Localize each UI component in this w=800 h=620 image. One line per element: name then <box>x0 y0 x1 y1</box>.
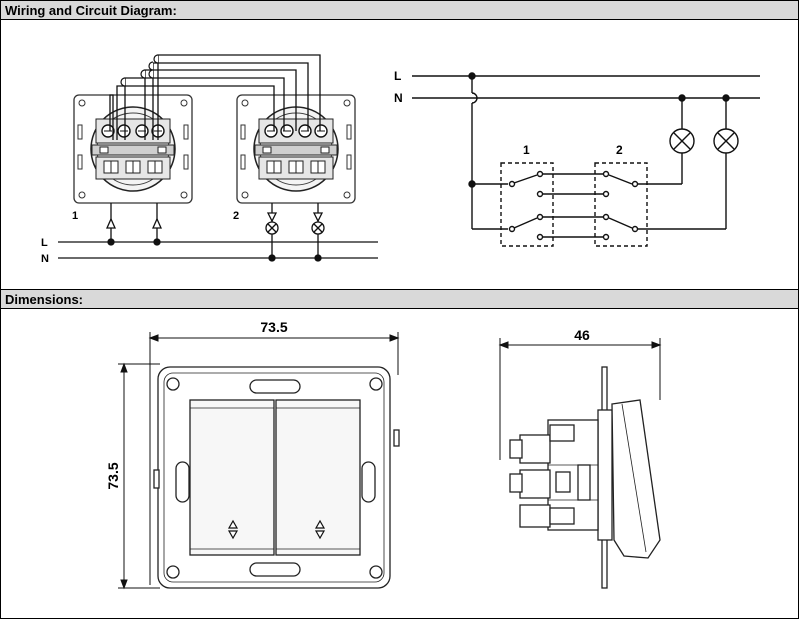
circuit-diagram: L N <box>394 69 760 247</box>
traveller-wires <box>109 54 321 140</box>
dimension-depth: 46 <box>574 327 590 343</box>
wiring-diagram: 1 2 L N <box>41 54 378 265</box>
circuit-switch-1-label: 1 <box>523 143 530 157</box>
side-view-drawing: 46 <box>498 327 662 589</box>
switch-1-number: 1 <box>72 210 78 222</box>
circuit-L-label: L <box>394 69 401 83</box>
wiring-N-label: N <box>41 253 49 265</box>
dimensions-section-title: Dimensions: <box>1 289 798 309</box>
switch-2-number: 2 <box>233 210 239 222</box>
wiring-L-label: L <box>41 237 48 249</box>
dimension-height: 73.5 <box>105 462 121 489</box>
circuit-switch-2-label: 2 <box>616 143 623 157</box>
circuit-N-label: N <box>394 91 403 105</box>
switch-1-mechanism <box>73 94 193 204</box>
dimension-width: 73.5 <box>260 319 287 335</box>
front-view-drawing: 73.5 73.5 <box>105 319 400 590</box>
